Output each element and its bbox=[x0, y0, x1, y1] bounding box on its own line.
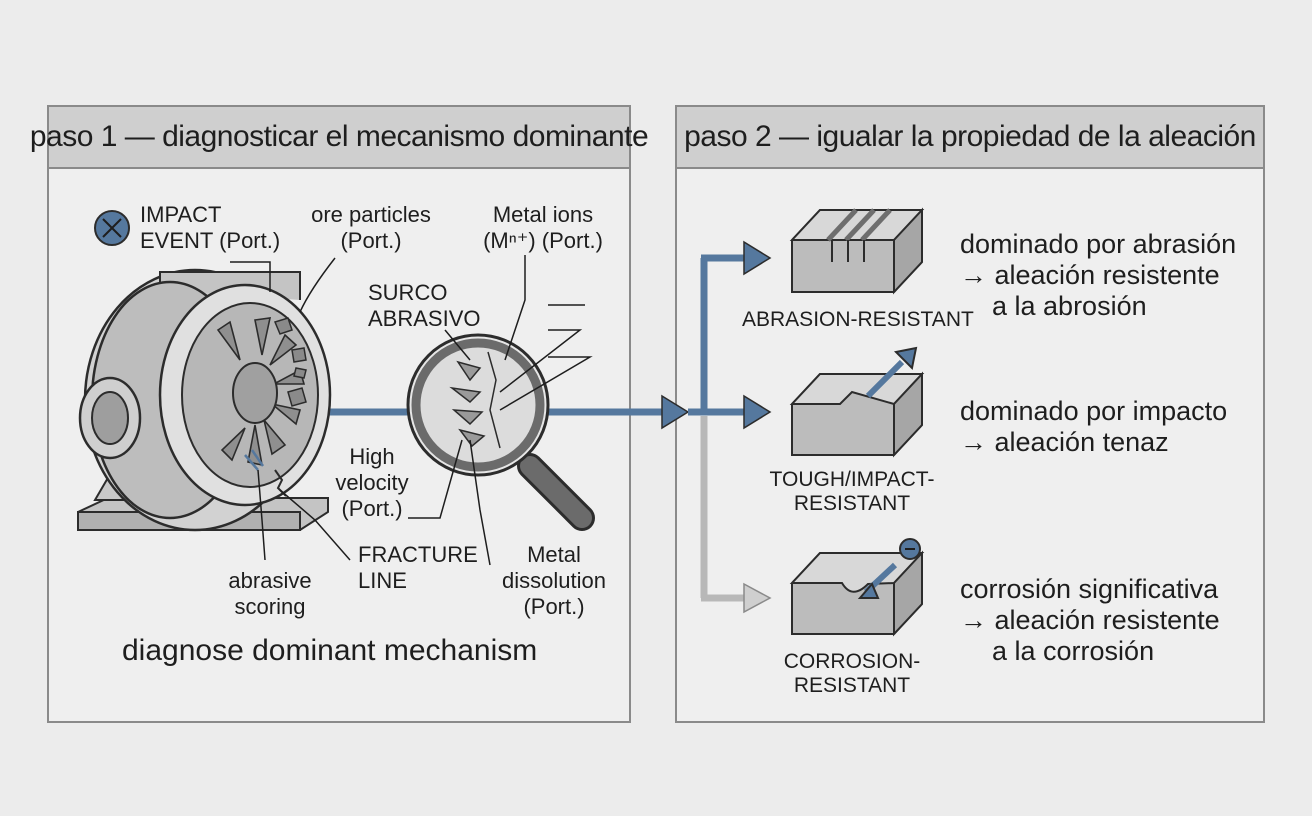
impact-event-line1: IMPACT bbox=[140, 202, 222, 227]
corrosion-result-line1: corrosión significativa bbox=[960, 574, 1219, 604]
corrosion-block-icon bbox=[789, 538, 925, 637]
abrasive-scoring-label: abrasive scoring bbox=[220, 568, 320, 620]
fracture-line2: LINE bbox=[358, 568, 407, 593]
fracture-line1: FRACTURE bbox=[358, 542, 478, 567]
abrasion-result-line2: → aleación resistente bbox=[960, 260, 1220, 290]
step2-panel: paso 2 — igualar la propiedad de la alea… bbox=[675, 105, 1265, 723]
leader-lines-step1 bbox=[230, 255, 593, 566]
high-velocity-line1: High bbox=[349, 444, 395, 469]
step2-title: paso 2 — igualar la propiedad de la alea… bbox=[677, 107, 1263, 169]
branch-middle-arrowhead bbox=[743, 394, 772, 430]
surco-abrasivo-label: SURCO ABRASIVO bbox=[368, 280, 480, 332]
impact-result: dominado por impacto → aleación tenaz bbox=[960, 396, 1227, 458]
abrasion-result-line3: a la abrosión bbox=[992, 291, 1147, 321]
ore-particles-line1: ore particles bbox=[311, 202, 431, 227]
impact-event-icon bbox=[94, 210, 130, 246]
abrasion-block-label: ABRASION-RESISTANT bbox=[742, 308, 974, 332]
impact-block-label-line1: TOUGH/IMPACT- bbox=[769, 468, 935, 491]
corrosion-result-line3: a la corrosión bbox=[992, 636, 1155, 666]
impact-event-line2: EVENT (Port.) bbox=[140, 228, 281, 253]
abrasion-result-line1: dominado por abrasión bbox=[960, 229, 1237, 259]
impact-result-line1: dominado por impacto bbox=[960, 396, 1228, 426]
fracture-line-label: FRACTURE LINE bbox=[358, 542, 478, 594]
high-velocity-label: High velocity (Port.) bbox=[330, 444, 414, 522]
corrosion-block-label-line2: RESISTANT bbox=[793, 674, 911, 697]
high-velocity-line2: velocity bbox=[335, 470, 409, 495]
metal-ions-line2: (Mⁿ⁺) (Port.) bbox=[483, 228, 603, 253]
impact-block-label-line2: RESISTANT bbox=[793, 492, 911, 515]
ore-particles-line2: (Port.) bbox=[340, 228, 402, 253]
abrasive-scoring-line1: abrasive bbox=[228, 568, 312, 593]
corrosion-result: corrosión significativa → aleación resis… bbox=[960, 574, 1220, 667]
branch-top-arrowhead bbox=[743, 240, 772, 276]
impact-block-label: TOUGH/IMPACT- RESISTANT bbox=[752, 468, 952, 516]
abrasion-result: dominado por abrasión → aleación resiste… bbox=[960, 229, 1236, 322]
surco-line1: SURCO bbox=[368, 280, 448, 305]
corrosion-block-label: CORROSION- RESISTANT bbox=[752, 650, 952, 698]
impact-event-label: IMPACT EVENT (Port.) bbox=[140, 202, 280, 254]
metal-dissolution-line1: Metal bbox=[527, 542, 581, 567]
impact-block-icon bbox=[789, 346, 925, 458]
pump-illustration bbox=[77, 268, 332, 532]
surco-line2: ABRASIVO bbox=[368, 306, 481, 331]
impact-result-line2: → aleación tenaz bbox=[960, 427, 1169, 457]
step1-title: paso 1 — diagnosticar el mecanismo domin… bbox=[30, 107, 649, 169]
step1-caption: diagnose dominant mechanism bbox=[122, 634, 538, 667]
abrasion-block-label-line1: ABRASION-RESISTANT bbox=[742, 308, 974, 331]
flow-arrowhead-main bbox=[661, 394, 690, 430]
metal-ions-line1: Metal ions bbox=[492, 202, 594, 227]
corrosion-block-label-line1: CORROSION- bbox=[783, 650, 921, 673]
magnifier-icon bbox=[406, 333, 595, 531]
metal-dissolution-label: Metal dissolution (Port.) bbox=[488, 542, 620, 620]
metal-dissolution-line3: (Port.) bbox=[523, 594, 585, 619]
high-velocity-line3: (Port.) bbox=[341, 496, 403, 521]
metal-ions-label: Metal ions (Mⁿ⁺) (Port.) bbox=[476, 202, 610, 254]
abrasion-block-icon bbox=[789, 207, 925, 295]
abrasive-scoring-line2: scoring bbox=[234, 594, 306, 619]
corrosion-result-line2: → aleación resistente bbox=[960, 605, 1220, 635]
metal-dissolution-line2: dissolution bbox=[502, 568, 606, 593]
ore-particles-label: ore particles (Port.) bbox=[298, 202, 444, 254]
branch-gray-arrowhead bbox=[743, 582, 772, 614]
